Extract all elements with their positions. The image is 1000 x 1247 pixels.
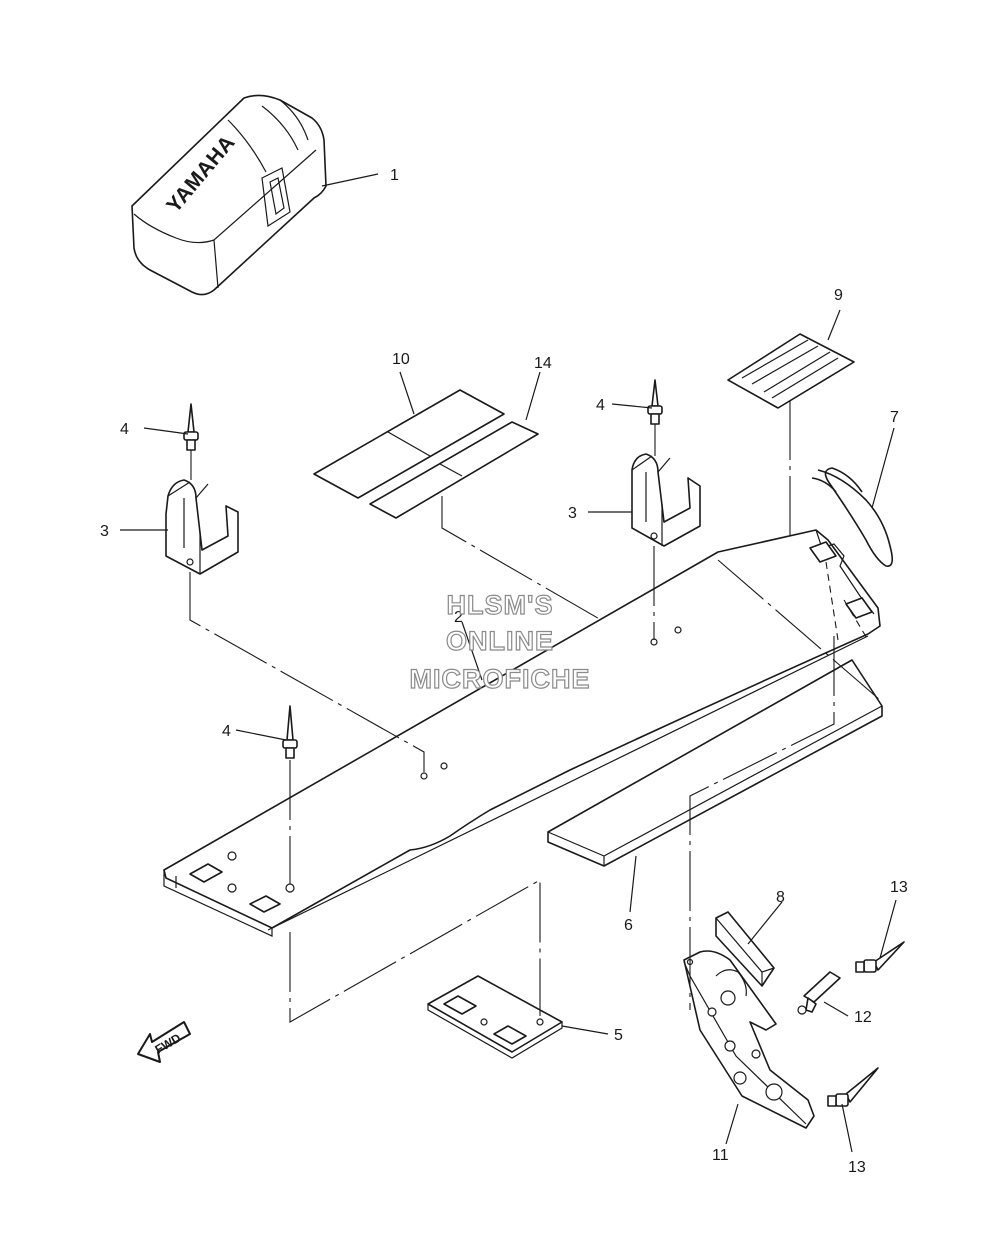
sticker-part-14 [369,421,539,519]
callout-14: 14 [534,355,552,372]
callout-2: 2 [454,609,463,626]
fwd-arrow-icon: FWD [137,1021,191,1063]
callout-4-bottom: 4 [222,723,231,740]
pad-part-9 [727,333,855,409]
rivet-part-13-upper [855,941,905,973]
bracket-part-11 [683,950,815,1129]
cover-part-1: YAMAHA [131,94,327,296]
rivet-part-13-lower [827,1067,879,1107]
rivet-part-4-left [183,403,199,451]
watermark-line-2: ONLINE [446,626,554,656]
bracket-part-3-left [165,479,239,575]
callout-3-right: 3 [568,505,577,522]
watermark-line-3: MICROFICHE [410,664,591,694]
chassis-part-2 [163,529,881,937]
watermark: HLSM'S ONLINE MICROFICHE [409,589,591,694]
callout-4-left: 4 [120,421,129,438]
callout-10: 10 [392,351,410,368]
callout-4-right: 4 [596,397,605,414]
callout-12: 12 [854,1009,872,1026]
callout-11: 11 [712,1147,729,1164]
callout-8: 8 [776,889,785,906]
callout-6: 6 [624,917,633,934]
rivet-part-4-right [647,379,663,425]
foam-part-6 [547,659,883,867]
callout-1: 1 [390,167,399,184]
callout-13-upper: 13 [890,879,908,896]
callout-13-lower: 13 [848,1159,866,1176]
rivet-part-4-bottom [282,705,298,759]
block-part-8 [715,911,775,987]
callout-5: 5 [614,1027,623,1044]
bracket-part-3-right [631,453,701,547]
plate-part-5 [427,975,563,1059]
clip-part-7 [811,467,894,567]
sticker-part-10 [313,389,505,499]
callout-7: 7 [890,409,899,426]
callout-9: 9 [834,287,843,304]
clip-part-12 [797,971,841,1015]
watermark-line-1: HLSM'S [447,590,554,620]
callout-3-left: 3 [100,523,109,540]
